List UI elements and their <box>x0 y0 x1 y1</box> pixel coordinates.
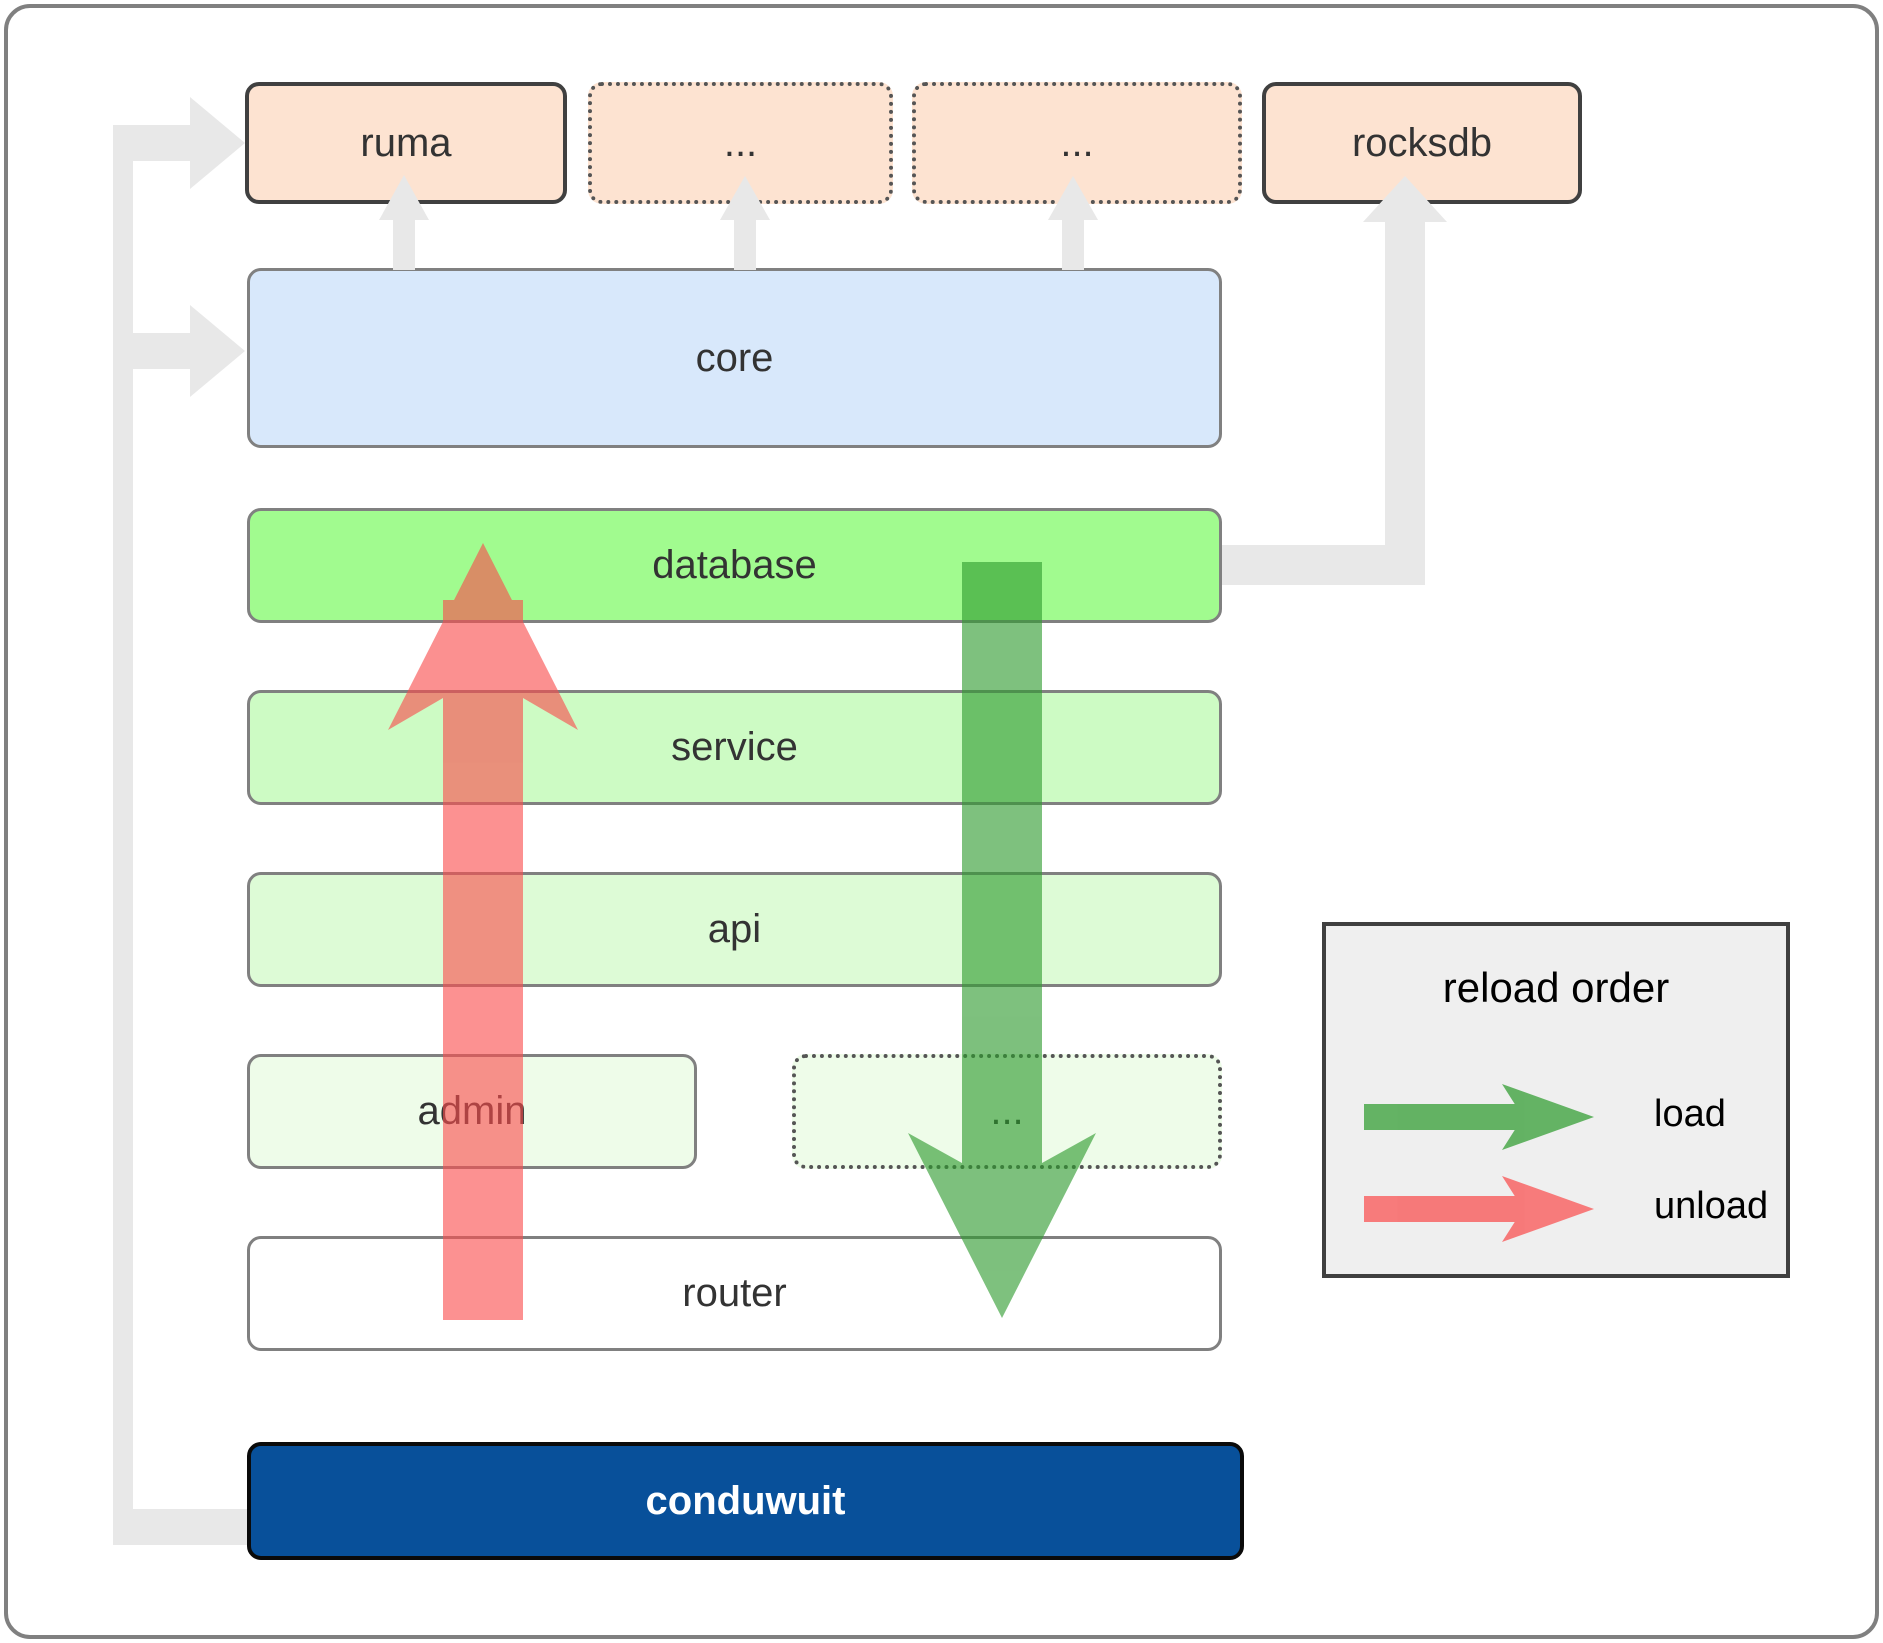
legend-unload-arrow-icon <box>1364 1176 1594 1242</box>
legend-label-load: load <box>1654 1093 1726 1135</box>
node-dots-top-1[interactable]: ... <box>588 82 893 204</box>
node-conduwuit-label: conduwuit <box>645 1478 846 1523</box>
node-ruma-label: ruma <box>360 120 452 165</box>
node-database[interactable]: database <box>247 508 1222 623</box>
node-admin-label: admin <box>417 1089 527 1133</box>
diagram-frame <box>4 4 1879 1639</box>
node-dots-mid-label: ... <box>990 1089 1024 1133</box>
legend-title: reload order <box>1442 964 1670 1011</box>
node-core-label: core <box>695 335 774 380</box>
node-database-label: database <box>652 543 817 587</box>
node-service-label: service <box>671 725 798 769</box>
node-dots-mid[interactable]: ... <box>792 1054 1222 1169</box>
node-admin[interactable]: admin <box>247 1054 697 1169</box>
legend-load-arrow-icon <box>1364 1084 1594 1150</box>
node-dots-top-2-label: ... <box>1060 120 1094 165</box>
node-core[interactable]: core <box>247 268 1222 448</box>
node-api-label: api <box>707 907 762 951</box>
node-service[interactable]: service <box>247 690 1222 805</box>
node-dots-top-1-label: ... <box>723 120 758 165</box>
legend-label-unload: unload <box>1654 1185 1769 1227</box>
node-router[interactable]: router <box>247 1236 1222 1351</box>
node-rocksdb[interactable]: rocksdb <box>1262 82 1582 204</box>
node-router-label: router <box>682 1271 787 1315</box>
node-conduwuit[interactable]: conduwuit <box>247 1442 1244 1560</box>
node-ruma[interactable]: ruma <box>245 82 567 204</box>
node-dots-top-2[interactable]: ... <box>912 82 1242 204</box>
legend-reload-order: reload order load unload <box>1322 922 1790 1278</box>
node-api[interactable]: api <box>247 872 1222 987</box>
node-rocksdb-label: rocksdb <box>1351 120 1493 165</box>
